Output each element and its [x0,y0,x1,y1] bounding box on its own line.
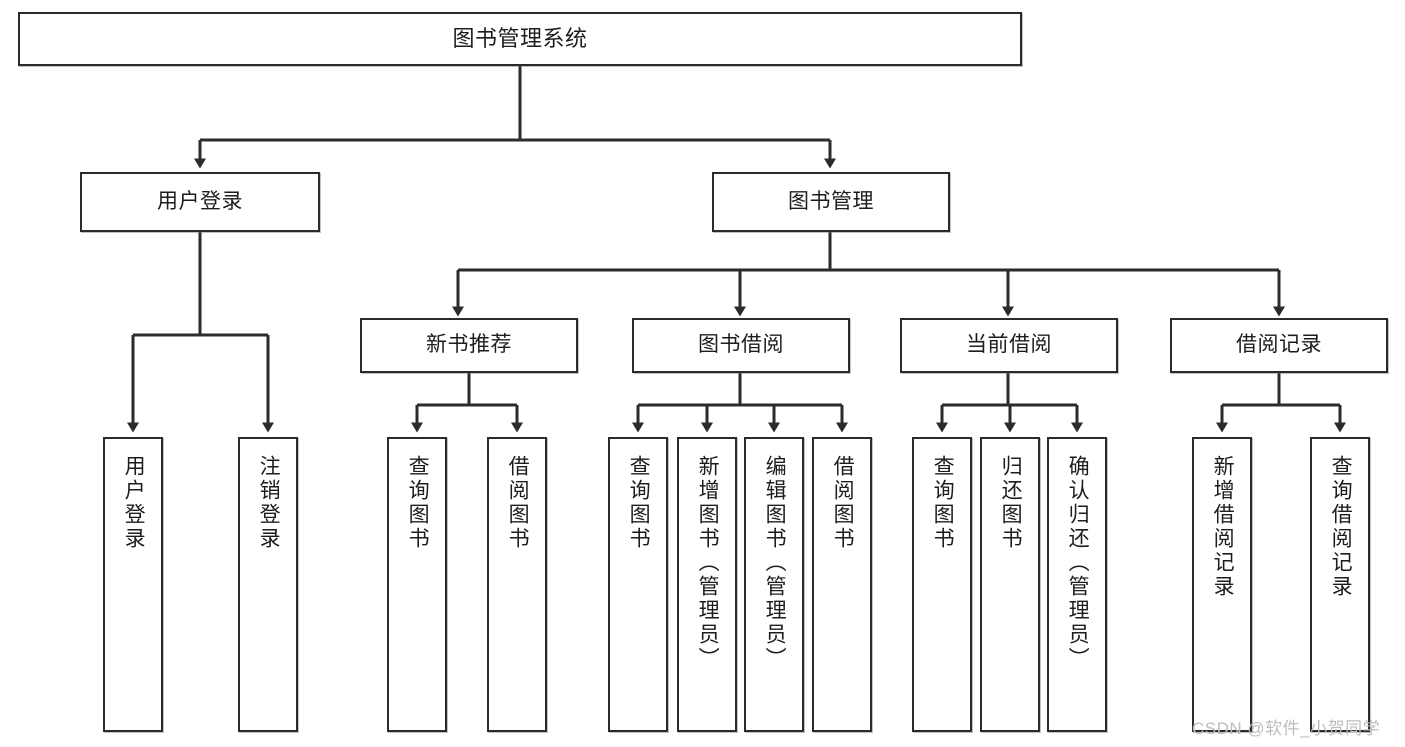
node-book-borrow[interactable]: 图书借阅 [632,318,850,373]
node-label: 当前借阅 [966,333,1052,357]
node-book-management[interactable]: 图书管理 [712,172,950,232]
leaf-query-books-borrow[interactable]: 查询图书 [608,437,668,732]
leaf-query-borrow-record[interactable]: 查询借阅记录 [1310,437,1370,732]
leaf-label: 归还图书 [999,455,1023,551]
node-borrow-records[interactable]: 借阅记录 [1170,318,1388,373]
node-label: 用户登录 [157,189,243,213]
leaf-borrow-books-recommend[interactable]: 借阅图书 [487,437,547,732]
node-current-borrow[interactable]: 当前借阅 [900,318,1118,373]
leaf-user-login[interactable]: 用户登录 [103,437,163,732]
node-label: 图书借阅 [698,333,784,357]
leaf-label: 确认归还（管理员） [1066,455,1090,671]
leaf-label: 编辑图书（管理员） [763,455,787,671]
leaf-label: 查询图书 [931,455,955,551]
leaf-label: 借阅图书 [506,455,530,551]
leaf-add-book-admin[interactable]: 新增图书（管理员） [677,437,737,732]
node-label: 新书推荐 [426,333,512,357]
leaf-label: 用户登录 [122,455,146,551]
node-label: 图书管理系统 [452,26,588,52]
node-user-login[interactable]: 用户登录 [80,172,320,232]
leaf-edit-book-admin[interactable]: 编辑图书（管理员） [744,437,804,732]
leaf-label: 新增借阅记录 [1211,455,1235,599]
node-new-book-recommend[interactable]: 新书推荐 [360,318,578,373]
node-root-system[interactable]: 图书管理系统 [18,12,1022,66]
leaf-label: 借阅图书 [831,455,855,551]
csdn-watermark: CSDN @软件_小贺同学 [1192,719,1381,738]
leaf-confirm-return-admin[interactable]: 确认归还（管理员） [1047,437,1107,732]
leaf-label: 查询图书 [406,455,430,551]
leaf-return-books[interactable]: 归还图书 [980,437,1040,732]
node-label: 借阅记录 [1236,333,1322,357]
leaf-borrow-books[interactable]: 借阅图书 [812,437,872,732]
node-label: 图书管理 [788,189,874,213]
leaf-label: 注销登录 [257,455,281,551]
leaf-add-borrow-record[interactable]: 新增借阅记录 [1192,437,1252,732]
leaf-label: 查询图书 [627,455,651,551]
leaf-query-books-current[interactable]: 查询图书 [912,437,972,732]
leaf-query-books-recommend[interactable]: 查询图书 [387,437,447,732]
leaf-label: 新增图书（管理员） [696,455,720,671]
leaf-label: 查询借阅记录 [1329,455,1353,599]
leaf-user-logout[interactable]: 注销登录 [238,437,298,732]
